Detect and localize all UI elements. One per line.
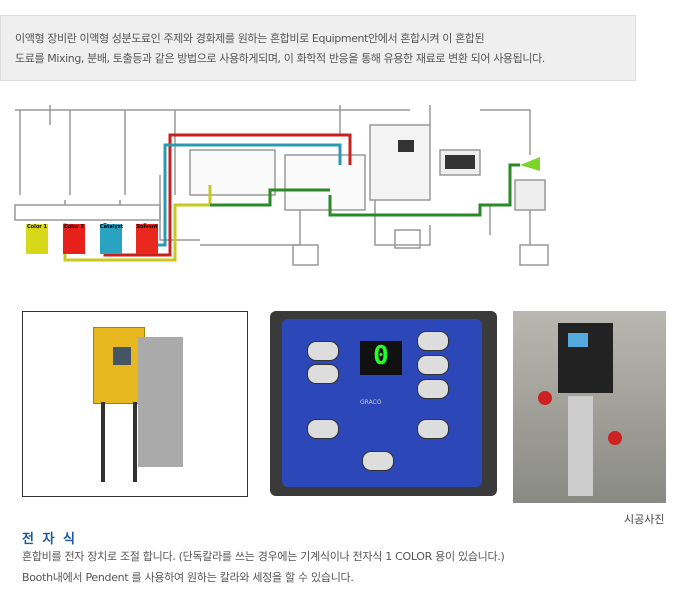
tank-catalyst: Catalyst xyxy=(100,224,123,254)
photo-installation xyxy=(513,311,666,503)
tanks: Color 1 Color 2 Catalyst Solvent xyxy=(26,224,176,254)
panel-key[interactable] xyxy=(417,379,449,399)
tank-solvent: Solvent xyxy=(136,224,158,254)
system-diagram xyxy=(14,105,549,266)
intro-box: 이액형 장비란 이액형 성분도료인 주제와 경화제를 원하는 혼합비로 Equi… xyxy=(0,15,636,81)
panel-key[interactable] xyxy=(307,419,339,439)
photo-control-panel: 0 GRACO xyxy=(270,311,497,496)
panel-key[interactable] xyxy=(417,331,449,351)
tank-color-1: Color 1 xyxy=(26,224,48,254)
panel-key[interactable] xyxy=(417,355,449,375)
panel-brand: GRACO xyxy=(360,399,382,406)
photo-caption: 시공사진 xyxy=(624,513,665,526)
panel-key[interactable] xyxy=(417,419,449,439)
photo-mixing-unit xyxy=(22,311,248,497)
panel-key[interactable] xyxy=(307,341,339,361)
section-title: 전 자 식 xyxy=(22,532,77,547)
intro-line-1: 이액형 장비란 이액형 성분도료인 주제와 경화제를 원하는 혼합비로 Equi… xyxy=(15,32,485,45)
intro-line-2: 도료를 Mixing, 분배, 토출등과 같은 방법으로 사용하게되며, 이 화… xyxy=(15,52,545,65)
section-line-1: 혼합비를 전자 장치로 조절 합니다. (단독칼라를 쓰는 경우에는 기계식이나… xyxy=(22,550,505,563)
section-line-2: Booth내에서 Pendent 를 사용하여 원하는 칼라와 세정을 할 수 … xyxy=(22,571,354,584)
panel-key[interactable] xyxy=(307,364,339,384)
tank-color-2: Color 2 xyxy=(63,224,85,254)
panel-display: 0 xyxy=(360,341,402,375)
panel-key[interactable] xyxy=(362,451,394,471)
